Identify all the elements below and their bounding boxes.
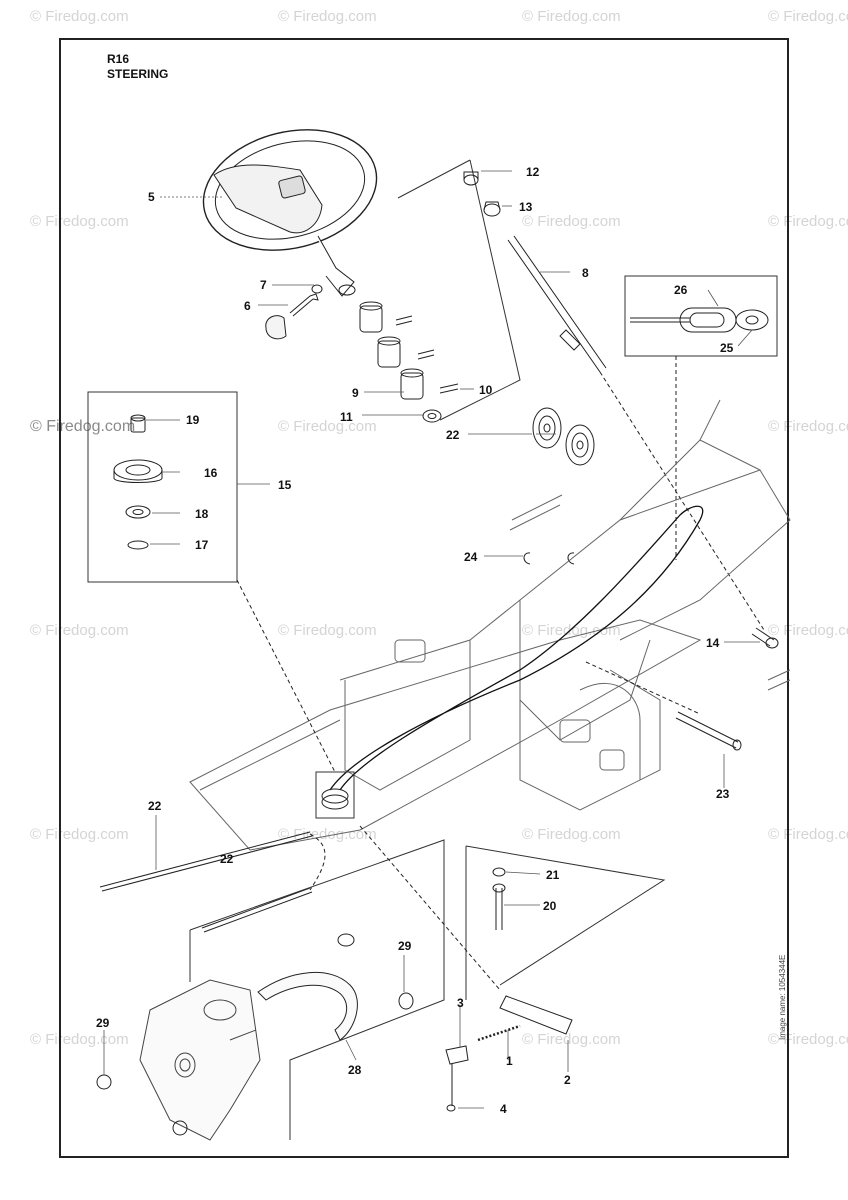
leader-lines [103, 170, 760, 1109]
steering-shaft [507, 235, 607, 373]
inset-box-pulley [87, 391, 238, 583]
nut-29c [96, 1074, 112, 1090]
diagram-heading: R16 STEERING [107, 52, 168, 82]
lower-group-outline-1 [189, 839, 445, 1140]
bolt-6 [289, 293, 319, 317]
inset-pulley-parts [113, 414, 163, 550]
callout-28: 28 [348, 1063, 362, 1077]
section-code: R16 [107, 52, 130, 66]
callout-16: 16 [204, 466, 218, 480]
pin-24 [675, 711, 742, 751]
leader-pulley [236, 579, 336, 773]
callout-5: 5 [148, 190, 155, 204]
callout-19: 19 [186, 413, 200, 427]
callout-3: 3 [457, 996, 464, 1010]
column-group-outline [397, 159, 521, 421]
inset-cable-link [630, 307, 769, 333]
callout-27: 26 [674, 283, 688, 297]
callout-9: 9 [352, 386, 359, 400]
nut-29b [398, 992, 414, 1010]
bolt-14 [751, 627, 779, 649]
callout-14: 14 [706, 636, 720, 650]
callout-23: 22 [446, 428, 460, 442]
callout-8: 8 [582, 266, 589, 280]
callout-11: 11 [340, 410, 353, 424]
shaft-axis-line [599, 371, 765, 631]
steering-wheel [202, 129, 378, 297]
callout-29-left: 29 [96, 1016, 110, 1030]
callout-24: 23 [716, 787, 730, 801]
washer-11 [422, 409, 442, 423]
tie-rod-22b [201, 887, 313, 933]
inset-box-cable-link [624, 275, 778, 357]
nut-21 [492, 867, 506, 877]
steering-cap [265, 315, 287, 340]
steering-arm-28 [257, 971, 358, 1041]
callout-10: 10 [479, 383, 493, 397]
callout-6: 6 [244, 299, 251, 313]
callout-17: 17 [195, 538, 209, 552]
callout-13: 13 [519, 200, 533, 214]
callout-4: 4 [500, 1102, 507, 1116]
washer-7 [311, 284, 323, 294]
nut-13 [483, 203, 501, 217]
callout-1: 1 [506, 1054, 513, 1068]
steering-gearbox [139, 979, 261, 1141]
tie-rod-22a [99, 831, 313, 892]
callout-29-right: 29 [398, 939, 412, 953]
callout-18: 18 [195, 507, 209, 521]
pulley-23 [532, 407, 595, 466]
tractor-chassis [189, 399, 791, 851]
lower-group-outline-2 [465, 845, 666, 1000]
pulley-location-box [315, 771, 355, 819]
callout-22-lower: 22 [220, 852, 234, 866]
diagram-frame [59, 38, 789, 1158]
callout-21: 21 [546, 868, 560, 882]
callout-15: 15 [278, 478, 292, 492]
callout-12: 12 [526, 165, 540, 179]
nut-29a [337, 933, 355, 947]
clip-25 [523, 552, 575, 565]
bolt-20 [492, 883, 506, 930]
callout-20: 20 [543, 899, 557, 913]
section-title: STEERING [107, 67, 169, 81]
callout-2: 2 [564, 1073, 571, 1087]
callout-25: 24 [464, 550, 478, 564]
callout-26: 25 [720, 341, 734, 355]
steering-cable [329, 505, 704, 791]
callout-7: 7 [260, 278, 267, 292]
nut-12 [463, 174, 479, 186]
spacer-stack [359, 301, 459, 400]
callout-22-upper: 22 [148, 799, 162, 813]
brake-link-parts [445, 995, 573, 1112]
